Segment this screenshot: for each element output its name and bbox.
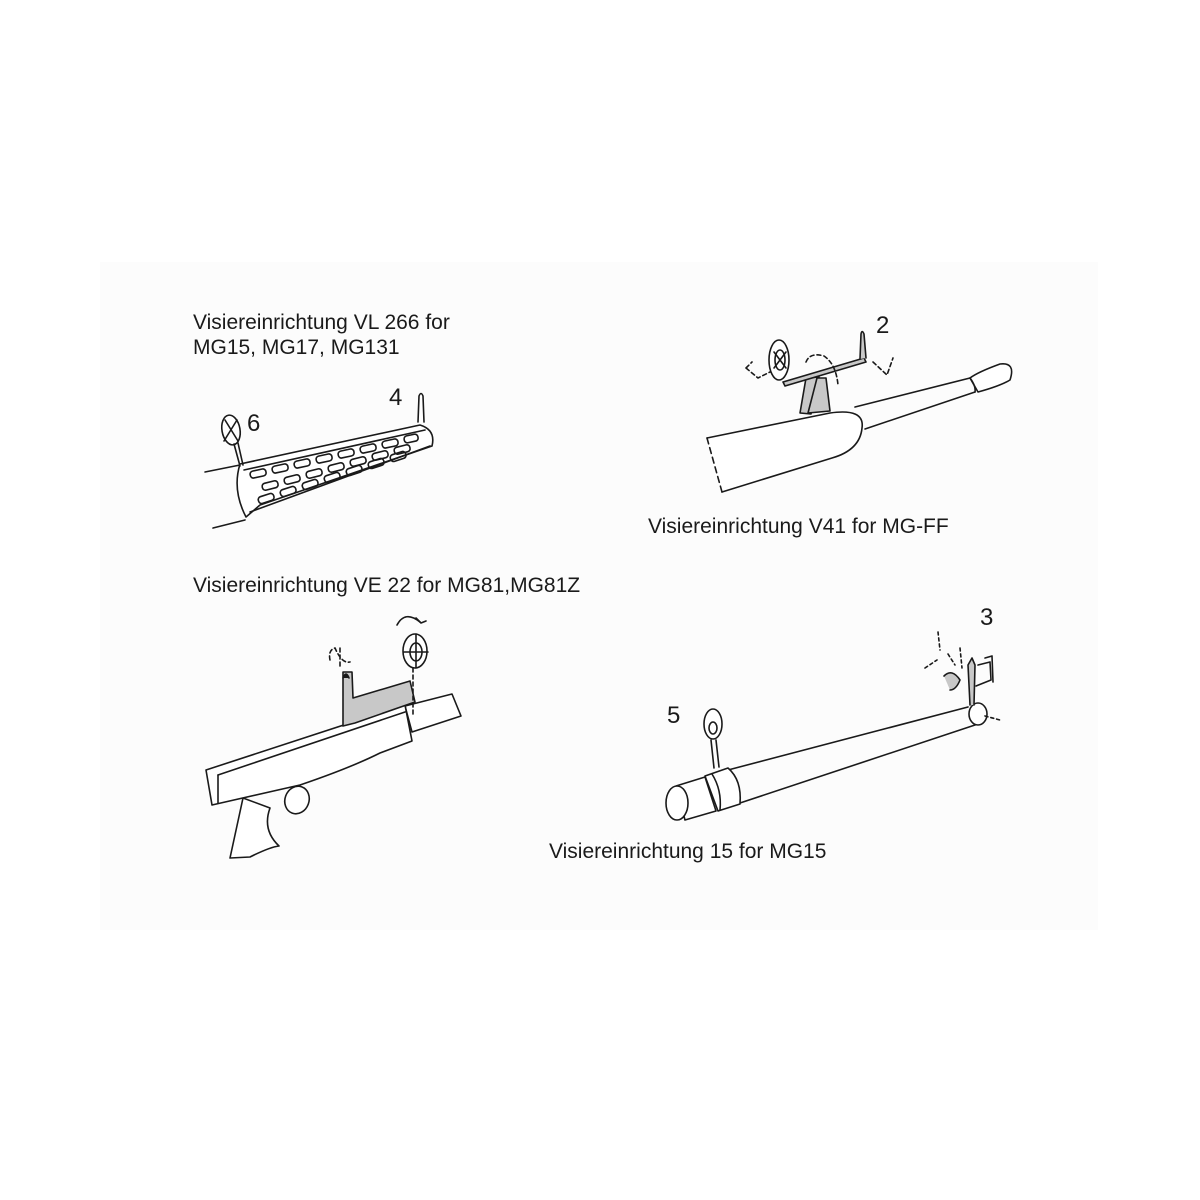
gun-body (206, 705, 412, 805)
cut-line (707, 438, 722, 492)
front-sight-3 (968, 658, 975, 705)
barrel-edge-top (205, 464, 245, 472)
barrel-edge-bottom (213, 520, 245, 528)
breech-end (666, 786, 688, 820)
front-post-2 (860, 332, 866, 360)
ring-sight-ve22 (403, 634, 427, 668)
caption-vl266-line2: MG15, MG17, MG131 (193, 336, 400, 359)
part-number-4: 4 (389, 384, 403, 411)
trigger-guard (281, 783, 313, 818)
caption-ve15: Visiereinrichtung 15 for MG15 (549, 840, 827, 863)
receiver (707, 412, 862, 492)
barrel-extension (405, 694, 461, 732)
part-number-3: 3 (980, 604, 994, 631)
ring-sight-5 (704, 709, 722, 739)
caption-v41: Visiereinrichtung V41 for MG-FF (648, 515, 949, 538)
part-number-2: 2 (876, 312, 890, 339)
caption-ve22: Visiereinrichtung VE 22 for MG81,MG81Z (193, 574, 581, 597)
part-number-6: 6 (247, 410, 261, 437)
caption-vl266-line1: Visiereinrichtung VL 266 for (193, 311, 450, 334)
part-number-5: 5 (667, 702, 681, 729)
front-post-4 (418, 394, 424, 423)
muzzle (970, 364, 1012, 392)
cooling-slots (250, 434, 419, 505)
pistol-grip (230, 798, 279, 858)
sight-bracket (343, 672, 415, 726)
